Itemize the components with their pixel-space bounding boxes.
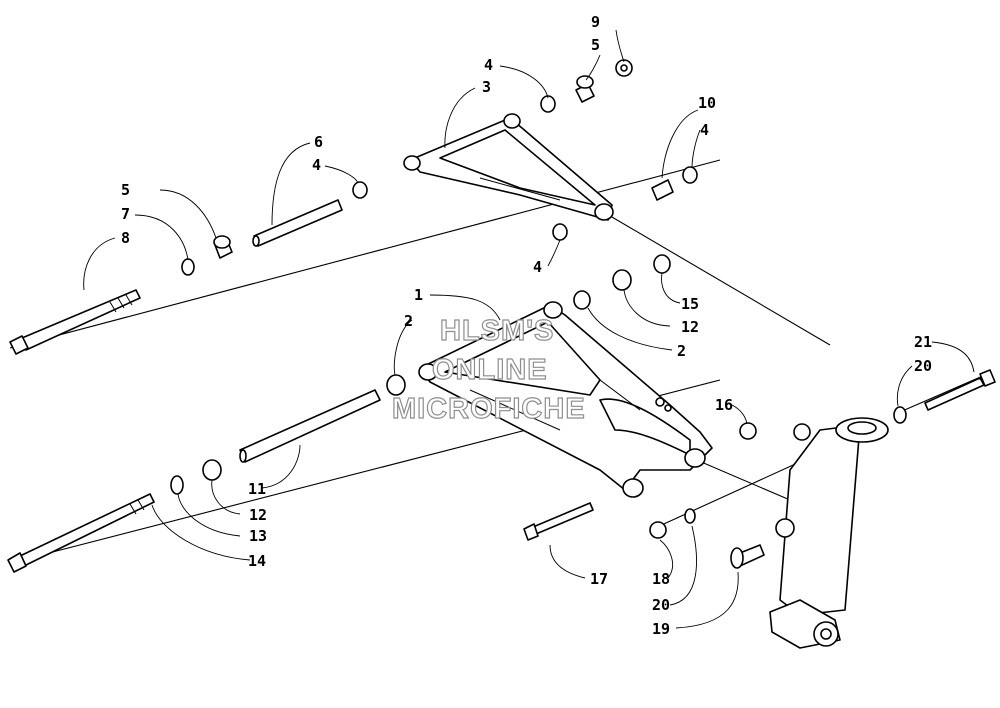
callout-20a: 20 (652, 596, 670, 614)
callout-16: 16 (715, 396, 733, 414)
hardware (170, 59, 907, 569)
callout-4c: 4 (700, 121, 709, 139)
watermark-line-2: ONLINE (432, 354, 548, 386)
callout-19: 19 (652, 620, 670, 638)
lower-a-arm (418, 301, 713, 498)
callout-3: 3 (482, 78, 491, 96)
callout-17: 17 (590, 570, 608, 588)
spindle (769, 417, 889, 649)
shaft-6 (252, 199, 343, 247)
callout-8: 8 (121, 229, 130, 247)
callout-10: 10 (698, 94, 716, 112)
callout-12a: 12 (249, 506, 267, 524)
watermark: HLSM'S ONLINE MICROFICHE (391, 314, 586, 425)
callout-5b: 5 (121, 181, 130, 199)
bolt-21 (924, 369, 996, 411)
watermark-line-1: HLSM'S (440, 315, 554, 347)
callout-2b: 2 (677, 342, 686, 360)
bolt-14 (7, 493, 155, 573)
bushing-10 (651, 179, 674, 201)
callout-5a: 5 (591, 36, 600, 54)
bolt-17 (523, 502, 594, 541)
callout-9: 9 (591, 13, 600, 31)
callout-20b: 20 (914, 357, 932, 375)
watermark-line-3: MICROFICHE (392, 393, 586, 425)
callout-1: 1 (414, 286, 423, 304)
callout-4a: 4 (484, 56, 493, 74)
callout-4b: 4 (312, 156, 321, 174)
callout-4d: 4 (533, 258, 542, 276)
callout-14: 14 (248, 552, 266, 570)
callout-12b: 12 (681, 318, 699, 336)
callout-7: 7 (121, 205, 130, 223)
upper-a-arm (403, 113, 614, 221)
callout-13: 13 (249, 527, 267, 545)
callout-labels: 1 2 2 3 4 4 4 4 5 5 6 7 8 9 10 11 12 12 … (121, 13, 932, 638)
callout-18: 18 (652, 570, 670, 588)
leader-lines (83, 29, 975, 629)
callout-2a: 2 (404, 312, 413, 330)
callout-15: 15 (681, 295, 699, 313)
callout-6: 6 (314, 133, 323, 151)
callout-11: 11 (248, 480, 266, 498)
bolt-8 (9, 289, 141, 355)
callout-21: 21 (914, 333, 932, 351)
shaft-11 (239, 389, 381, 463)
